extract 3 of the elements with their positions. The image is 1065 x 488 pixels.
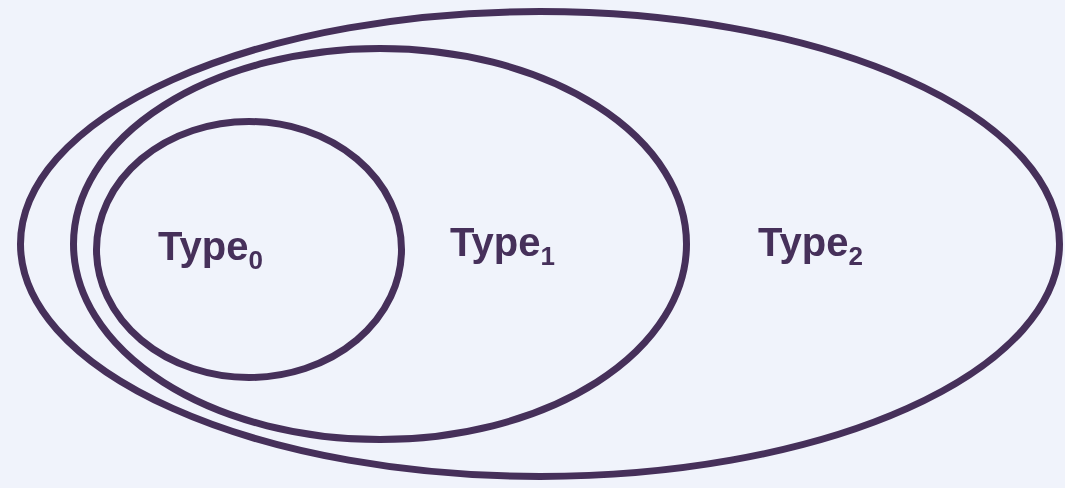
set-label: Type$_{1}$ [450,222,555,270]
set-label: Type$_{0}$ [158,226,263,274]
set-label: Type$_{2}$ [758,222,863,270]
